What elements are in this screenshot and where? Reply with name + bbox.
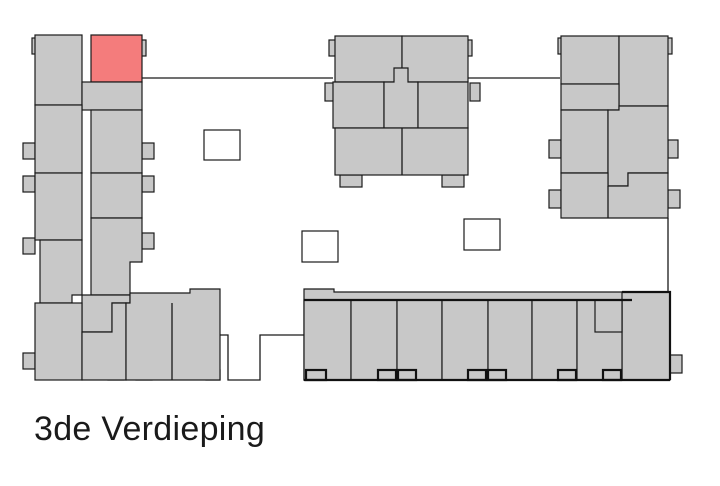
unit-D5[interactable] bbox=[487, 299, 533, 381]
unit-A1[interactable] bbox=[34, 34, 83, 106]
unit-A9[interactable] bbox=[39, 239, 83, 304]
unit-A3[interactable] bbox=[81, 81, 143, 111]
unit-A8[interactable] bbox=[90, 217, 143, 296]
unit-D6[interactable] bbox=[531, 299, 578, 381]
entry-notch bbox=[304, 368, 328, 382]
north-center-block bbox=[324, 35, 481, 188]
unit-A4[interactable] bbox=[34, 104, 83, 174]
balcony bbox=[22, 142, 36, 160]
balcony bbox=[441, 174, 465, 188]
courtyard-outline bbox=[142, 77, 669, 381]
unit-A2[interactable] bbox=[90, 34, 143, 83]
balcony bbox=[141, 232, 155, 250]
unit-C3[interactable] bbox=[560, 83, 620, 111]
balcony bbox=[141, 175, 155, 193]
west-wing bbox=[22, 34, 221, 381]
balcony bbox=[548, 139, 562, 159]
unit-D4[interactable] bbox=[441, 299, 489, 381]
floor-plan bbox=[22, 34, 683, 382]
unit-C1[interactable] bbox=[560, 35, 620, 85]
facade-wall bbox=[622, 290, 672, 380]
south-strip bbox=[303, 288, 683, 382]
unit-D3[interactable] bbox=[396, 299, 443, 381]
balcony bbox=[669, 354, 683, 374]
entry-notch bbox=[396, 368, 418, 382]
balcony bbox=[22, 237, 36, 255]
entry-notch bbox=[376, 368, 398, 382]
entry-notch bbox=[556, 368, 578, 382]
balcony bbox=[667, 189, 681, 209]
balcony bbox=[548, 189, 562, 209]
unit-C4[interactable] bbox=[560, 109, 609, 174]
courtyard-opening bbox=[203, 129, 241, 161]
unit-B1[interactable] bbox=[334, 35, 403, 83]
unit-D2[interactable] bbox=[350, 299, 398, 381]
unit-A5[interactable] bbox=[90, 109, 143, 174]
balcony bbox=[469, 82, 481, 102]
courtyard-opening bbox=[301, 230, 339, 263]
unit-B3[interactable] bbox=[332, 81, 385, 129]
north-east-block bbox=[548, 35, 681, 219]
unit-B2[interactable] bbox=[401, 35, 469, 83]
entry-notch bbox=[466, 368, 488, 382]
unit-A6[interactable] bbox=[34, 172, 83, 241]
courtyard-opening bbox=[463, 218, 501, 251]
unit-D7-annex bbox=[594, 299, 623, 333]
balcony bbox=[667, 139, 679, 159]
balcony bbox=[339, 174, 363, 188]
unit-D1[interactable] bbox=[303, 299, 352, 381]
unit-B5[interactable] bbox=[417, 81, 469, 129]
unit-A11[interactable] bbox=[34, 302, 83, 381]
balcony bbox=[141, 142, 155, 160]
balcony bbox=[22, 352, 36, 370]
entry-notch bbox=[486, 368, 508, 382]
unit-C2[interactable] bbox=[618, 35, 669, 107]
unit-A7[interactable] bbox=[90, 172, 143, 219]
unit-D8[interactable] bbox=[621, 291, 671, 381]
unit-A13[interactable] bbox=[125, 288, 221, 381]
entry-notch bbox=[601, 368, 623, 382]
unit-C6[interactable] bbox=[560, 172, 669, 219]
balcony bbox=[22, 175, 36, 193]
floor-label: 3de Verdieping bbox=[34, 410, 266, 448]
